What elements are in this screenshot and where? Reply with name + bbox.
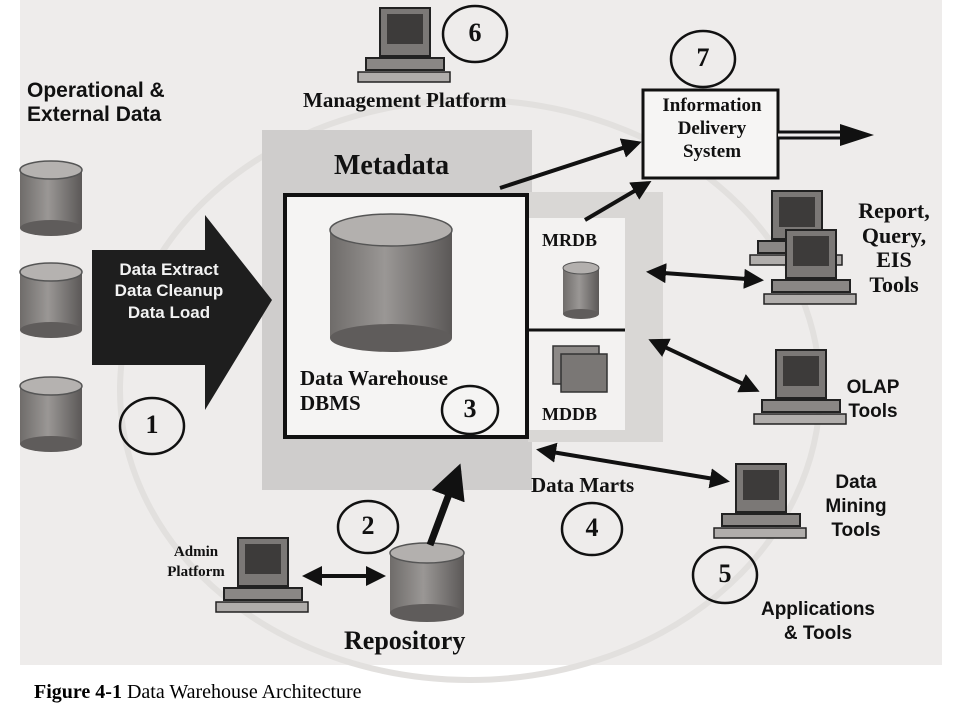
data-warehouse-label: Data Warehouse DBMS (300, 366, 448, 416)
mining-tools-label: Data Mining Tools (818, 471, 894, 542)
data-warehouse-line: DBMS (300, 391, 361, 416)
report-tools-line: Report, (858, 198, 930, 223)
number-circle-4 (560, 501, 624, 557)
computer-icon (357, 7, 451, 83)
mrdb-label: MRDB (542, 230, 597, 250)
computer-icon (753, 349, 847, 425)
information-delivery-box (641, 88, 780, 180)
information-delivery-line: Information (662, 95, 762, 116)
information-delivery-line: Delivery (677, 117, 747, 139)
number-circle-7 (669, 29, 737, 89)
repository-to-warehouse-arrow (426, 463, 465, 547)
figure-caption: Figure 4-1 Data Warehouse Architecture (34, 681, 362, 704)
olap-tools-line: Tools (848, 400, 898, 422)
repository-label: Repository (344, 626, 466, 655)
data-marts-label: Data Marts (531, 473, 635, 497)
marts-to-delivery-arrow (583, 180, 652, 222)
applications-label: Applications & Tools (748, 598, 888, 646)
admin-platform-line: Platform (167, 563, 225, 580)
step-number-5: 5 (718, 559, 732, 588)
data-marts-box (529, 218, 625, 430)
step-number-3: 3 (463, 394, 477, 423)
number-circle-1 (118, 396, 186, 456)
number-circle-5 (691, 545, 759, 605)
computer-icon (763, 229, 857, 305)
step-number-1: 1 (145, 410, 159, 439)
step-number-4: 4 (585, 513, 599, 542)
mddb-label: MDDB (542, 404, 597, 424)
report-tools-arrow (646, 263, 764, 289)
number-circle-3 (440, 384, 500, 436)
report-tools-line: Tools (869, 271, 919, 297)
data-warehouse-line: Data Warehouse (300, 366, 448, 390)
olap-tools-arrow (648, 338, 760, 393)
report-tools-label: Report, Query, EIS Tools (846, 198, 942, 298)
information-delivery-line: System (682, 140, 742, 162)
management-platform-label: Management Platform (303, 88, 507, 112)
mddb-cube-icon (552, 345, 608, 393)
computer-icon (215, 537, 309, 613)
step-number-2: 2 (361, 511, 375, 540)
report-tools-line: EIS (876, 247, 912, 273)
applications-line: Applications (760, 599, 875, 620)
step-number-6: 6 (468, 18, 482, 47)
computer-icon (713, 463, 807, 539)
number-circle-2 (336, 499, 400, 555)
mrdb-database-icon (562, 261, 600, 319)
step-number-7: 7 (696, 43, 710, 72)
figure-label: Figure 4-1 (34, 681, 122, 703)
etl-arrow (92, 215, 272, 410)
source-database-icon (19, 160, 83, 236)
operational-data-line: External Data (27, 102, 162, 126)
admin-platform-line: Admin (173, 544, 219, 560)
source-database-icon (19, 262, 83, 338)
etl-line: Data Load (127, 302, 211, 322)
operational-data-line: Operational & (27, 79, 165, 102)
metadata-to-delivery-arrow (499, 138, 642, 190)
applications-line: & Tools (783, 622, 853, 644)
mining-tools-line: Data (835, 472, 877, 493)
etl-line: Data Cleanup (114, 281, 224, 301)
delivery-output-arrow (778, 124, 874, 146)
mining-tools-line: Tools (831, 519, 881, 541)
information-delivery-label: Information Delivery System (650, 95, 774, 163)
source-database-icon (19, 376, 83, 452)
warehouse-database-icon (329, 213, 453, 352)
etl-label: Data Extract Data Cleanup Data Load (104, 259, 234, 323)
number-circle-6 (441, 4, 509, 64)
etl-line: Data Extract (119, 260, 219, 279)
figure-title: Data Warehouse Architecture (126, 681, 362, 703)
operational-data-label: Operational & External Data (27, 79, 165, 126)
metadata-label: Metadata (334, 150, 450, 181)
repository-database-icon (389, 542, 465, 622)
mining-tools-line: Mining (825, 495, 887, 517)
mining-tools-arrow (536, 442, 730, 489)
admin-platform-label: Admin Platform (156, 543, 236, 582)
olap-tools-label: OLAP Tools (838, 376, 908, 424)
olap-tools-line: OLAP (846, 377, 900, 398)
report-tools-line: Query, (861, 222, 927, 248)
